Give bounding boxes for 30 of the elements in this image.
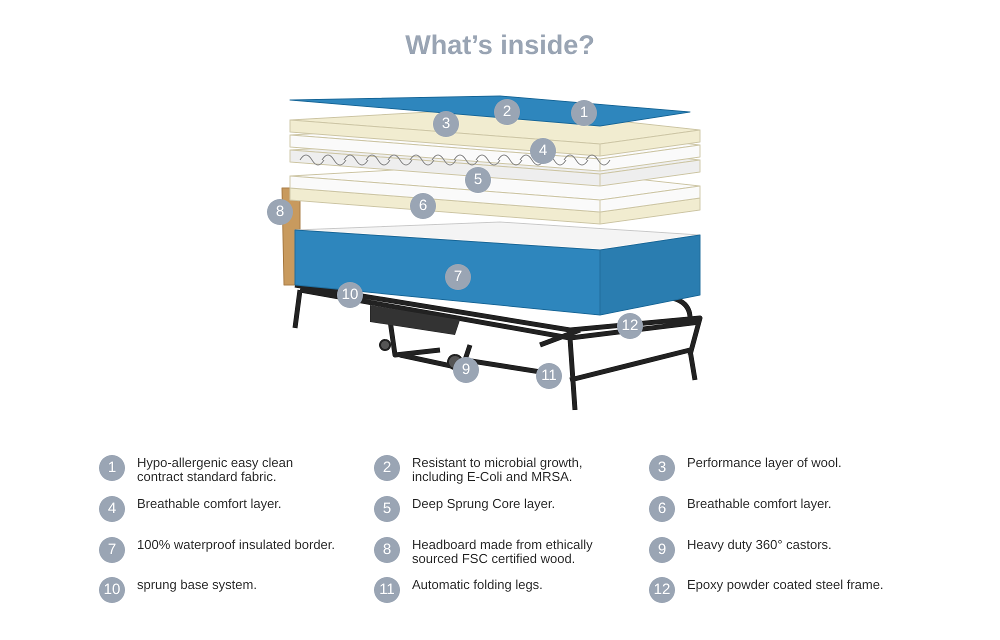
callout-number: 4 <box>99 496 125 522</box>
callout-number: 9 <box>453 357 479 383</box>
callout-number: 9 <box>649 537 675 563</box>
description-text: Performance layer of wool. <box>687 456 843 470</box>
description-text: Hypo-allergenic easy clean contract standard fabric. <box>137 456 294 484</box>
callout-number: 8 <box>374 537 400 563</box>
description-text: Headboard made from ethically sourced FSC certified wood. <box>412 538 594 566</box>
callout-number: 6 <box>410 193 436 219</box>
description-text: 100% waterproof insulated border. <box>137 538 336 552</box>
callout-number: 7 <box>99 537 125 563</box>
description-text: Epoxy powder coated steel frame. <box>687 578 885 592</box>
callout-number: 11 <box>536 363 562 389</box>
description-text: Breathable comfort layer. <box>137 497 283 511</box>
callout-number: 12 <box>617 313 643 339</box>
description-text: Heavy duty 360° castors. <box>687 538 833 552</box>
callout-number: 11 <box>374 577 400 603</box>
callout-number: 10 <box>99 577 125 603</box>
description-text: sprung base system. <box>137 578 258 592</box>
description-text: Breathable comfort layer. <box>687 497 833 511</box>
callout-number: 12 <box>649 577 675 603</box>
description-text: Resistant to microbial growth, including E-Coli and MRSA. <box>412 456 584 484</box>
callout-number: 6 <box>649 496 675 522</box>
description-text: Deep Sprung Core layer. <box>412 497 556 511</box>
description-text: Automatic folding legs. <box>412 578 544 592</box>
callout-number: 5 <box>374 496 400 522</box>
page-title: What’s inside? <box>404 30 596 61</box>
callout-number: 3 <box>649 455 675 481</box>
callout-number: 8 <box>267 199 293 225</box>
callout-number: 2 <box>374 455 400 481</box>
callout-number: 1 <box>99 455 125 481</box>
